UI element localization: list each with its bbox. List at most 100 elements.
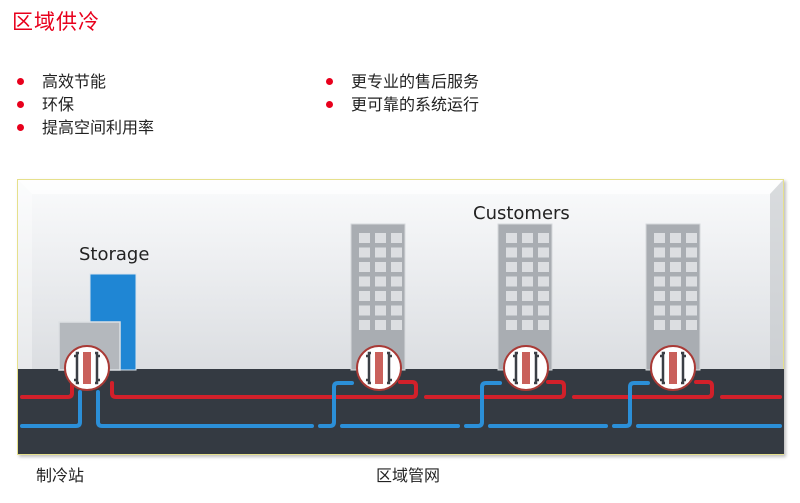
building-window — [522, 305, 533, 316]
bullet-item: 提高空间利用率 — [13, 116, 154, 139]
heat-exchanger-icon — [64, 345, 110, 391]
panel-bevel-top — [18, 180, 783, 194]
bullet-text: 更专业的售后服务 — [351, 72, 480, 91]
building-window — [359, 320, 370, 330]
heat-exchanger-plate — [387, 351, 392, 385]
bullet-text: 环保 — [42, 95, 75, 114]
heat-exchanger-icon — [503, 345, 549, 391]
building-window — [506, 276, 517, 287]
page-title: 区域供冷 — [12, 10, 100, 34]
supply-pipe — [572, 380, 714, 399]
heat-exchanger-core — [522, 352, 530, 384]
heat-exchanger-core — [375, 352, 383, 384]
storage-label: Storage — [79, 244, 150, 265]
supply-pipe — [110, 380, 418, 399]
return-pipe — [464, 381, 502, 428]
building-window — [686, 233, 697, 243]
building-window — [522, 320, 533, 330]
building-window — [506, 247, 517, 258]
building-window — [670, 291, 681, 301]
building-window — [375, 291, 386, 301]
bullet-dot-icon — [17, 78, 24, 85]
heat-exchanger-core — [669, 352, 677, 384]
building-window — [375, 320, 386, 330]
supply-pipe — [20, 381, 74, 399]
building-window — [506, 305, 517, 316]
benefits-list-left: 高效节能 环保 提高空间利用率 — [13, 70, 154, 139]
return-pipe — [318, 381, 354, 428]
heat-exchanger-plate — [95, 351, 100, 385]
building-window — [538, 247, 549, 258]
district-network-label: 区域管网 — [376, 466, 441, 485]
building-window — [654, 276, 665, 287]
building-window — [538, 291, 549, 301]
building-window — [654, 320, 665, 330]
building-window — [686, 276, 697, 287]
building-window — [506, 233, 517, 243]
building-window — [375, 262, 386, 272]
building-window — [654, 262, 665, 272]
panel-bevel-right — [770, 180, 783, 369]
bullet-dot-icon — [17, 101, 24, 108]
bullet-item: 更可靠的系统运行 — [322, 93, 479, 116]
building-window — [686, 262, 697, 272]
building-window — [391, 247, 402, 258]
bullet-item: 更专业的售后服务 — [322, 70, 479, 93]
building-window — [670, 276, 681, 287]
building-window — [654, 291, 665, 301]
heat-exchanger-plate — [534, 351, 539, 385]
building-window — [359, 247, 370, 258]
building-window — [359, 291, 370, 301]
building-window — [359, 276, 370, 287]
building-window — [522, 262, 533, 272]
building-window — [538, 262, 549, 272]
heat-exchanger-plate — [681, 351, 686, 385]
bullet-dot-icon — [326, 101, 333, 108]
building-window — [670, 305, 681, 316]
building-window — [522, 247, 533, 258]
building-window — [686, 305, 697, 316]
building-window — [375, 276, 386, 287]
bullet-text: 高效节能 — [42, 72, 107, 91]
building-window — [686, 247, 697, 258]
building-window — [359, 305, 370, 316]
building-window — [670, 233, 681, 243]
building-window — [670, 262, 681, 272]
customers-label: Customers — [473, 203, 570, 224]
building-window — [538, 276, 549, 287]
bullet-text: 更可靠的系统运行 — [351, 95, 480, 114]
building-window — [670, 320, 681, 330]
building-window — [538, 305, 549, 316]
building-window — [359, 233, 370, 243]
building-window — [391, 291, 402, 301]
bullet-text: 提高空间利用率 — [42, 118, 155, 137]
building-window — [538, 233, 549, 243]
supply-pipe — [424, 380, 566, 399]
return-pipe — [612, 381, 650, 428]
building-window — [522, 291, 533, 301]
building-window — [654, 233, 665, 243]
bullet-dot-icon — [17, 124, 24, 131]
building-window — [506, 320, 517, 330]
building-window — [686, 320, 697, 330]
cooling-plant-label: 制冷站 — [36, 466, 85, 485]
building-window — [391, 320, 402, 330]
building-window — [359, 262, 370, 272]
panel-bevel-left — [18, 180, 32, 369]
building-window — [670, 247, 681, 258]
building-window — [375, 233, 386, 243]
building-window — [375, 305, 386, 316]
building-window — [391, 262, 402, 272]
bullet-item: 环保 — [13, 93, 154, 116]
building-window — [506, 262, 517, 272]
building-window — [375, 247, 386, 258]
building-window — [654, 247, 665, 258]
bullet-dot-icon — [326, 78, 333, 85]
heat-exchanger-plate — [660, 351, 665, 385]
heat-exchanger-icon — [356, 345, 402, 391]
building-window — [391, 233, 402, 243]
building-window — [522, 276, 533, 287]
heat-exchanger-icon — [650, 345, 696, 391]
building-window — [538, 320, 549, 330]
